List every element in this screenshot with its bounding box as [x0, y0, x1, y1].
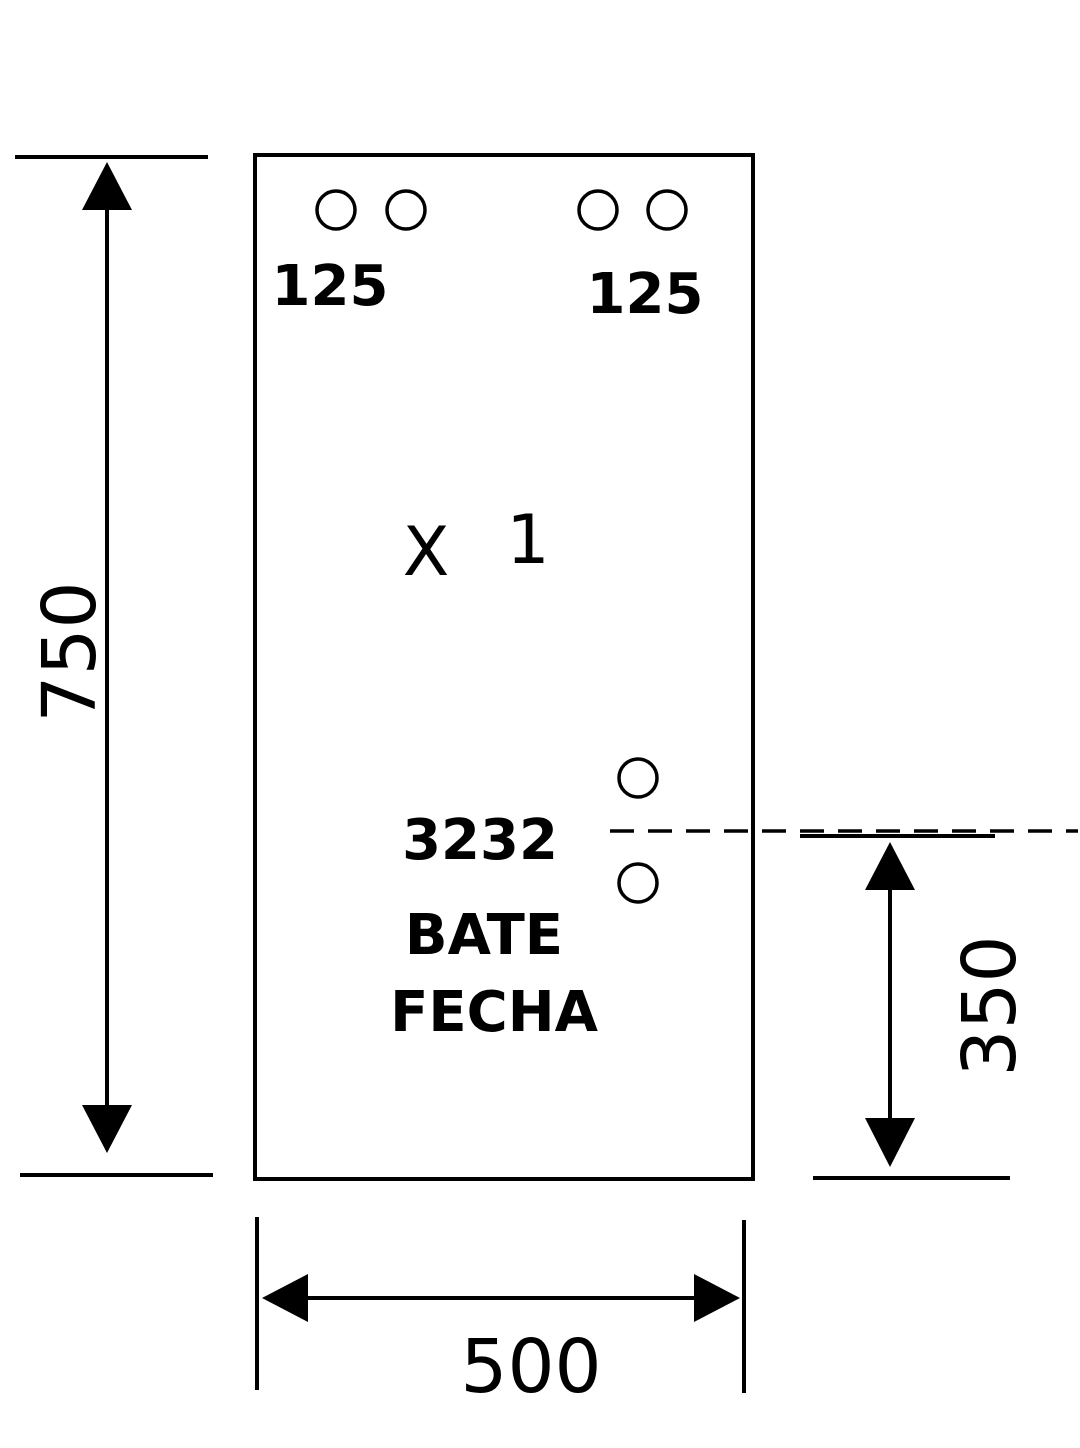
height-arrow-top: [82, 162, 132, 210]
door-panel-outline: [253, 153, 755, 1181]
hinge-hole: [646, 189, 688, 231]
width-arrow-left: [262, 1274, 308, 1322]
handle-hole: [617, 757, 659, 799]
handle-arrow-top: [865, 842, 915, 890]
handle-hole: [617, 862, 659, 904]
height-arrow-bottom: [82, 1105, 132, 1153]
handle-arrow-bottom: [865, 1118, 915, 1167]
quantity-marker: X: [403, 513, 450, 592]
height-dimension-label: 750: [27, 581, 113, 722]
handle-label-line2: BATE: [405, 903, 563, 968]
quantity-value: 1: [506, 501, 549, 580]
width-dimension-label: 500: [460, 1324, 601, 1410]
handle-label-line1: 3232: [402, 808, 558, 873]
handle-label-line3: FECHA: [390, 980, 598, 1045]
width-arrow-right: [694, 1274, 740, 1322]
hinge-label-left: 125: [272, 254, 389, 319]
handle-dimension-label: 350: [947, 935, 1033, 1076]
hinge-hole: [315, 189, 357, 231]
hinge-label-right: 125: [587, 262, 704, 327]
hinge-hole: [577, 189, 619, 231]
hinge-hole: [385, 189, 427, 231]
